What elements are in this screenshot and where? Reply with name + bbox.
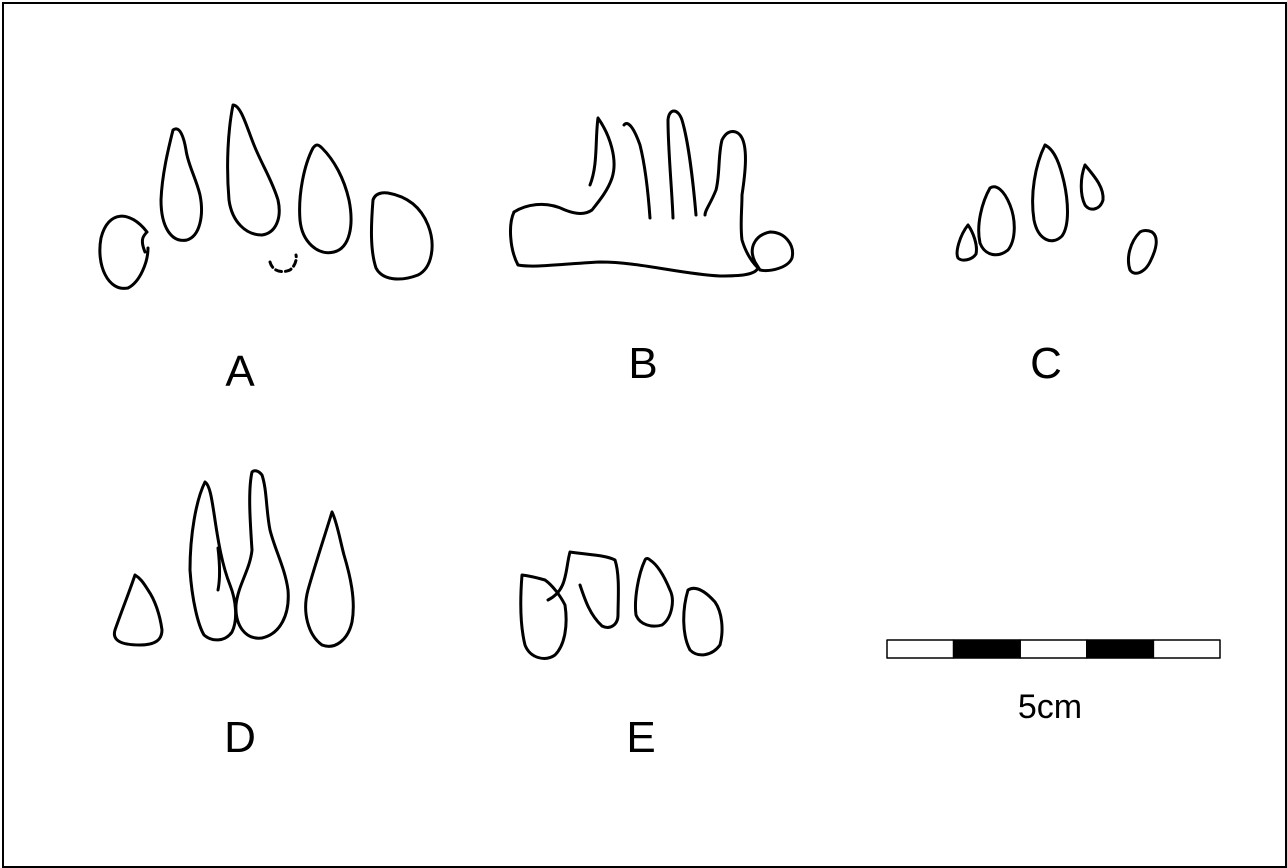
print-e-toe-2	[546, 550, 620, 629]
label-a: A	[225, 347, 255, 396]
print-a-pad-1	[98, 214, 150, 290]
scale-segment-3	[1019, 639, 1088, 659]
print-b-toe-3	[666, 109, 698, 220]
print-b-toe-2	[622, 122, 652, 220]
print-b-pad	[509, 130, 760, 278]
print-group-d	[112, 469, 355, 648]
print-a-toe-4	[369, 191, 434, 281]
print-b-toe-1	[512, 116, 616, 215]
print-c-toe-1	[955, 223, 978, 262]
label-e: E	[626, 713, 656, 762]
print-c-toe-5	[1126, 229, 1158, 275]
print-a-toe-2	[226, 103, 281, 237]
print-b-toe-4	[750, 230, 795, 272]
label-d: D	[224, 713, 256, 762]
scale-segment-4	[1086, 639, 1155, 659]
label-b: B	[628, 339, 658, 388]
print-a-fragment	[268, 253, 298, 274]
scale-bar	[886, 639, 1221, 659]
print-c-toe-3	[1031, 143, 1069, 243]
print-a-toe-1	[159, 127, 203, 242]
print-group-e	[519, 550, 724, 660]
print-e-toe-1	[519, 573, 568, 660]
print-d-toe-3	[234, 469, 290, 640]
print-c-toe-2	[977, 185, 1016, 257]
scale-segment-2	[952, 639, 1021, 659]
print-a-toe-3	[298, 143, 353, 255]
print-group-c	[955, 143, 1158, 275]
print-c-toe-4	[1079, 163, 1105, 211]
label-c: C	[1030, 339, 1062, 388]
scale-segment-1	[886, 639, 955, 659]
print-d-toe-4	[304, 510, 355, 648]
scale-segment-5	[1152, 639, 1221, 659]
print-group-b	[509, 109, 795, 278]
print-e-toe-4	[682, 586, 724, 657]
print-group-a	[98, 103, 434, 290]
scale-bar-label: 5cm	[1017, 688, 1083, 726]
print-e-toe-3	[634, 557, 674, 628]
print-d-toe-2	[188, 480, 238, 642]
print-d-toe-1	[112, 573, 164, 647]
